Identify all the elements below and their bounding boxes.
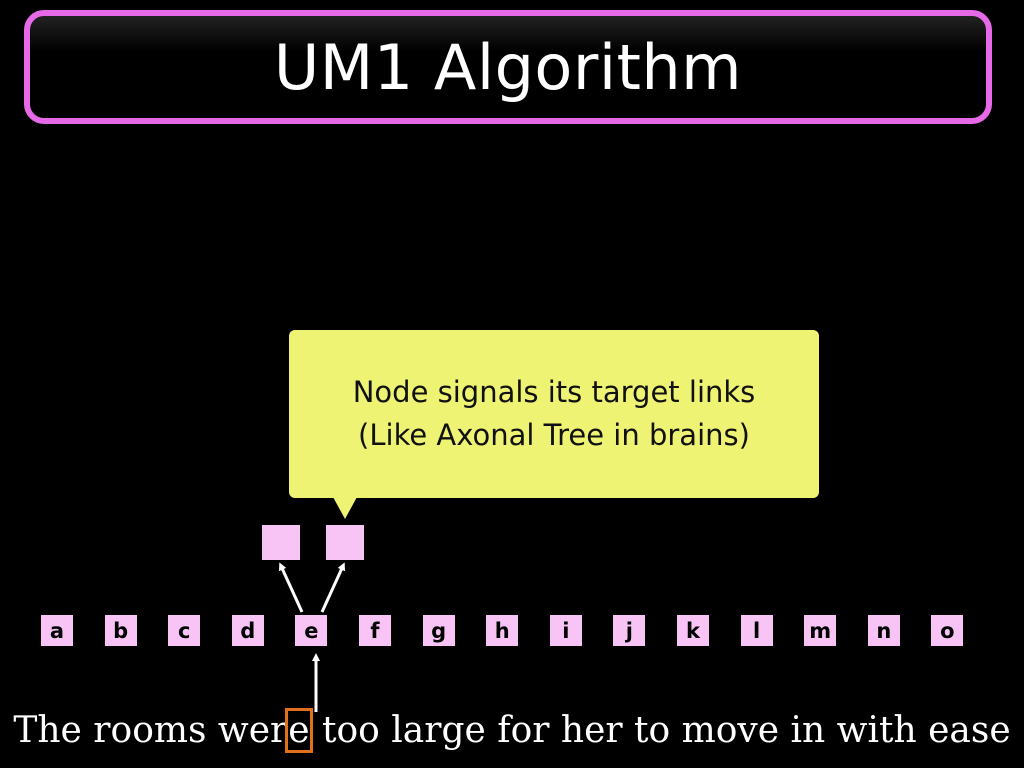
node-m: m bbox=[804, 615, 837, 646]
arrow-to-left-target bbox=[279, 562, 304, 613]
target-node-left bbox=[262, 525, 300, 560]
target-node-right bbox=[326, 525, 364, 560]
node-c: c bbox=[168, 615, 201, 646]
sentence-before: The rooms wer bbox=[13, 710, 288, 751]
node-g: g bbox=[422, 615, 455, 646]
callout-line-2: (Like Axonal Tree in brains) bbox=[358, 418, 750, 452]
node-n: n bbox=[867, 615, 900, 646]
node-a: a bbox=[41, 615, 73, 646]
callout-box: Node signals its target links (Like Axon… bbox=[289, 330, 819, 498]
sentence-highlight: e bbox=[285, 708, 313, 753]
node-d: d bbox=[231, 615, 264, 646]
sentence-after: too large for her to move in with ease bbox=[310, 710, 1011, 751]
node-f: f bbox=[359, 615, 391, 646]
arrow-to-right-target bbox=[320, 562, 345, 613]
node-j: j bbox=[613, 615, 646, 646]
node-e: e bbox=[295, 615, 328, 646]
title-box: UM1 Algorithm bbox=[24, 10, 992, 124]
callout-tail bbox=[333, 497, 357, 519]
node-h: h bbox=[486, 615, 519, 646]
node-k: k bbox=[677, 615, 709, 646]
slide-title: UM1 Algorithm bbox=[273, 30, 743, 104]
node-o: o bbox=[931, 615, 964, 646]
node-l: l bbox=[740, 615, 773, 646]
node-b: b bbox=[104, 615, 137, 646]
node-i: i bbox=[549, 615, 582, 646]
callout-line-1: Node signals its target links bbox=[352, 374, 756, 409]
sentence: The rooms were too large for her to move… bbox=[0, 708, 1024, 753]
